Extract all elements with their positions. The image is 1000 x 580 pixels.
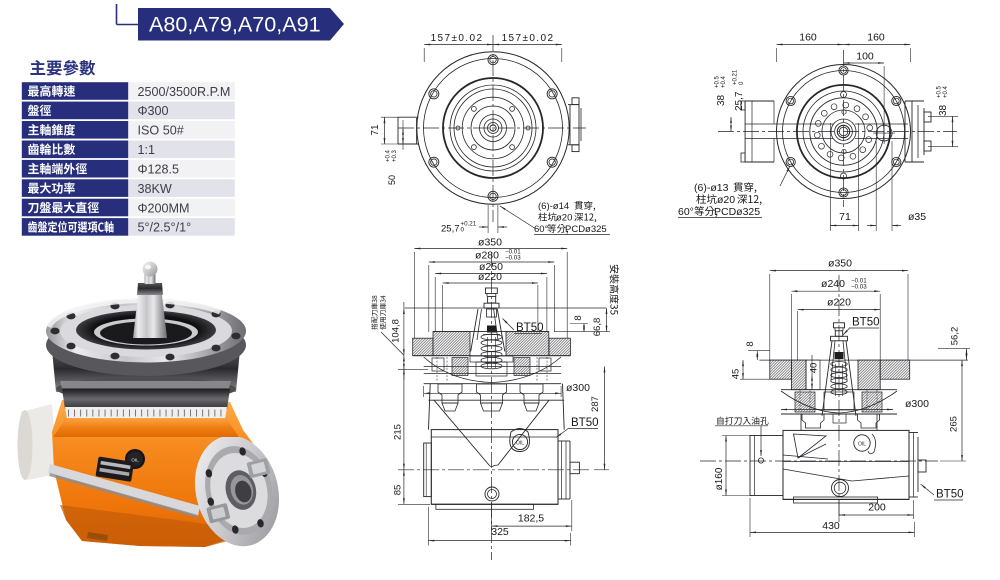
svg-text:100: 100 bbox=[856, 51, 874, 63]
svg-text:8: 8 bbox=[745, 341, 756, 346]
svg-text:A80,A79,A70,A91: A80,A79,A70,A91 bbox=[149, 11, 321, 36]
svg-text:1:1: 1:1 bbox=[138, 143, 156, 157]
svg-text:66,8: 66,8 bbox=[592, 318, 603, 337]
svg-text:Φ128.5: Φ128.5 bbox=[138, 162, 180, 176]
svg-text:ø280: ø280 bbox=[475, 250, 499, 262]
svg-text:BT50: BT50 bbox=[571, 417, 599, 429]
svg-text:+0.4: +0.4 bbox=[386, 149, 392, 162]
svg-text:+0.5: +0.5 bbox=[937, 85, 943, 98]
svg-text:+0.21: +0.21 bbox=[733, 69, 739, 85]
svg-text:ø250: ø250 bbox=[479, 261, 503, 273]
svg-text:+0.4: +0.4 bbox=[721, 75, 727, 88]
svg-text:40: 40 bbox=[809, 363, 820, 374]
svg-text:ISO 50#: ISO 50# bbox=[138, 124, 184, 138]
svg-text:25,7: 25,7 bbox=[441, 224, 460, 235]
svg-text:OIL: OIL bbox=[131, 458, 139, 463]
svg-text:Φ300: Φ300 bbox=[138, 104, 169, 118]
svg-text:ø300: ø300 bbox=[566, 382, 590, 394]
svg-text:157±0.02: 157±0.02 bbox=[431, 33, 484, 44]
svg-text:−0.01: −0.01 bbox=[505, 248, 521, 255]
svg-text:215: 215 bbox=[393, 424, 404, 440]
svg-text:−0.01: −0.01 bbox=[851, 277, 867, 284]
svg-text:ø220: ø220 bbox=[478, 271, 502, 283]
svg-text:265: 265 bbox=[949, 416, 960, 432]
svg-text:ø350: ø350 bbox=[478, 237, 502, 249]
svg-text:2500/3500R.P.M: 2500/3500R.P.M bbox=[138, 85, 231, 99]
svg-text:60°: 60° bbox=[678, 206, 694, 218]
svg-text:ø220: ø220 bbox=[827, 297, 851, 309]
svg-text:+0.5: +0.5 bbox=[715, 75, 721, 88]
svg-text:325: 325 bbox=[491, 526, 509, 538]
svg-text:(6)-ø13: (6)-ø13 bbox=[694, 182, 729, 194]
svg-text:71: 71 bbox=[839, 211, 851, 223]
svg-text:38KW: 38KW bbox=[138, 182, 172, 196]
svg-text:182,5: 182,5 bbox=[518, 513, 544, 525]
svg-text:ø300: ø300 bbox=[905, 398, 929, 410]
svg-text:104,8: 104,8 bbox=[391, 319, 402, 343]
svg-text:430: 430 bbox=[822, 520, 840, 532]
svg-text:45: 45 bbox=[731, 369, 742, 380]
svg-text:85: 85 bbox=[393, 485, 404, 496]
svg-text:OIL: OIL bbox=[516, 441, 524, 447]
svg-text:+0.3: +0.3 bbox=[392, 149, 398, 162]
svg-text:OIL: OIL bbox=[858, 442, 866, 448]
svg-text:71: 71 bbox=[370, 124, 381, 136]
svg-text:Φ200MM: Φ200MM bbox=[138, 201, 190, 215]
svg-text:200: 200 bbox=[868, 502, 886, 514]
svg-text:287: 287 bbox=[590, 396, 601, 412]
svg-text:BT50: BT50 bbox=[936, 489, 964, 501]
svg-text:ø35: ø35 bbox=[908, 211, 926, 223]
svg-text:BT50: BT50 bbox=[852, 317, 880, 329]
svg-text:ø20: ø20 bbox=[717, 194, 735, 206]
svg-text:160: 160 bbox=[799, 32, 817, 44]
svg-text:5°/2.5°/1°: 5°/2.5°/1° bbox=[138, 221, 192, 235]
svg-text:38: 38 bbox=[716, 94, 727, 106]
svg-text:PCDø325: PCDø325 bbox=[565, 224, 607, 235]
svg-text:8: 8 bbox=[573, 315, 584, 320]
svg-text:(6)-ø14: (6)-ø14 bbox=[538, 201, 569, 212]
svg-text:BT50: BT50 bbox=[516, 322, 544, 334]
svg-text:+0.21: +0.21 bbox=[461, 220, 477, 227]
svg-text:ø350: ø350 bbox=[828, 258, 852, 270]
svg-text:−0.03: −0.03 bbox=[505, 255, 521, 262]
svg-text:50: 50 bbox=[387, 175, 397, 185]
svg-text:38: 38 bbox=[938, 104, 949, 116]
svg-text:0: 0 bbox=[461, 227, 465, 234]
svg-text:ø20: ø20 bbox=[556, 213, 572, 224]
svg-text:25,7: 25,7 bbox=[734, 91, 745, 111]
svg-text:56,2: 56,2 bbox=[950, 327, 961, 346]
svg-text:−0.03: −0.03 bbox=[851, 284, 867, 291]
svg-text:+0.4: +0.4 bbox=[943, 85, 949, 98]
svg-text:ø160: ø160 bbox=[714, 467, 725, 490]
svg-text:0: 0 bbox=[739, 81, 745, 85]
svg-text:157±0.02: 157±0.02 bbox=[502, 33, 555, 44]
svg-text:160: 160 bbox=[867, 32, 885, 44]
svg-text:60°: 60° bbox=[534, 224, 549, 235]
svg-text:PCDø325: PCDø325 bbox=[714, 206, 760, 218]
svg-text:ø240: ø240 bbox=[821, 278, 845, 290]
